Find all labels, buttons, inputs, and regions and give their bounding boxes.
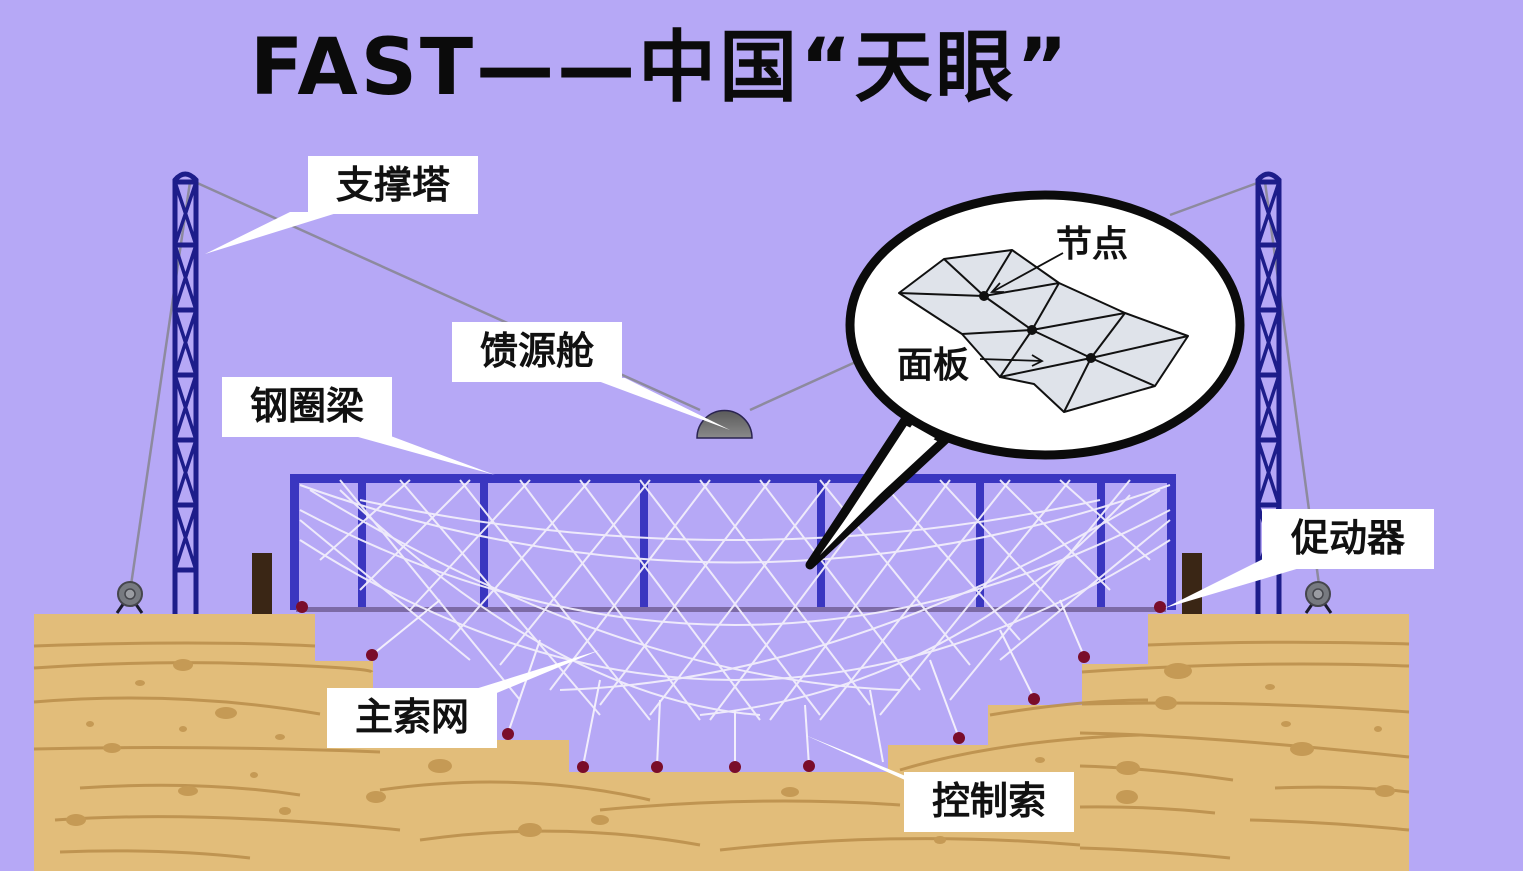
label-main-cable-net: 主索网 [327, 688, 497, 748]
label-support-tower: 支撑塔 [308, 156, 478, 214]
label-actuator: 促动器 [1262, 509, 1434, 569]
support-tower-left [172, 171, 199, 614]
steel-ring-beam [290, 474, 1176, 610]
page-title: FAST——中国“天眼” [250, 23, 1071, 113]
actuator-post-right [1182, 553, 1202, 614]
winch-left [115, 581, 144, 614]
ground-terrain [34, 614, 1409, 871]
control-cables [371, 599, 1085, 767]
label-steel-ring-beam: 钢圈梁 [222, 377, 392, 437]
callout-label-panel: 面板 [897, 345, 970, 386]
ground-anchors [296, 601, 1166, 773]
actuator-post-left [252, 553, 272, 614]
magnifier-callout [805, 190, 1245, 570]
winch-right [1304, 581, 1333, 614]
ground-knots [66, 659, 1395, 844]
callout-label-node: 节点 [1056, 224, 1129, 265]
support-tower-right [1255, 171, 1282, 614]
ground-grain [33, 640, 1410, 860]
label-control-cable: 控制索 [904, 772, 1074, 832]
feed-cabin-icon [696, 409, 753, 439]
label-feed-cabin: 馈源舱 [452, 322, 622, 382]
main-cable-net [299, 479, 1171, 721]
